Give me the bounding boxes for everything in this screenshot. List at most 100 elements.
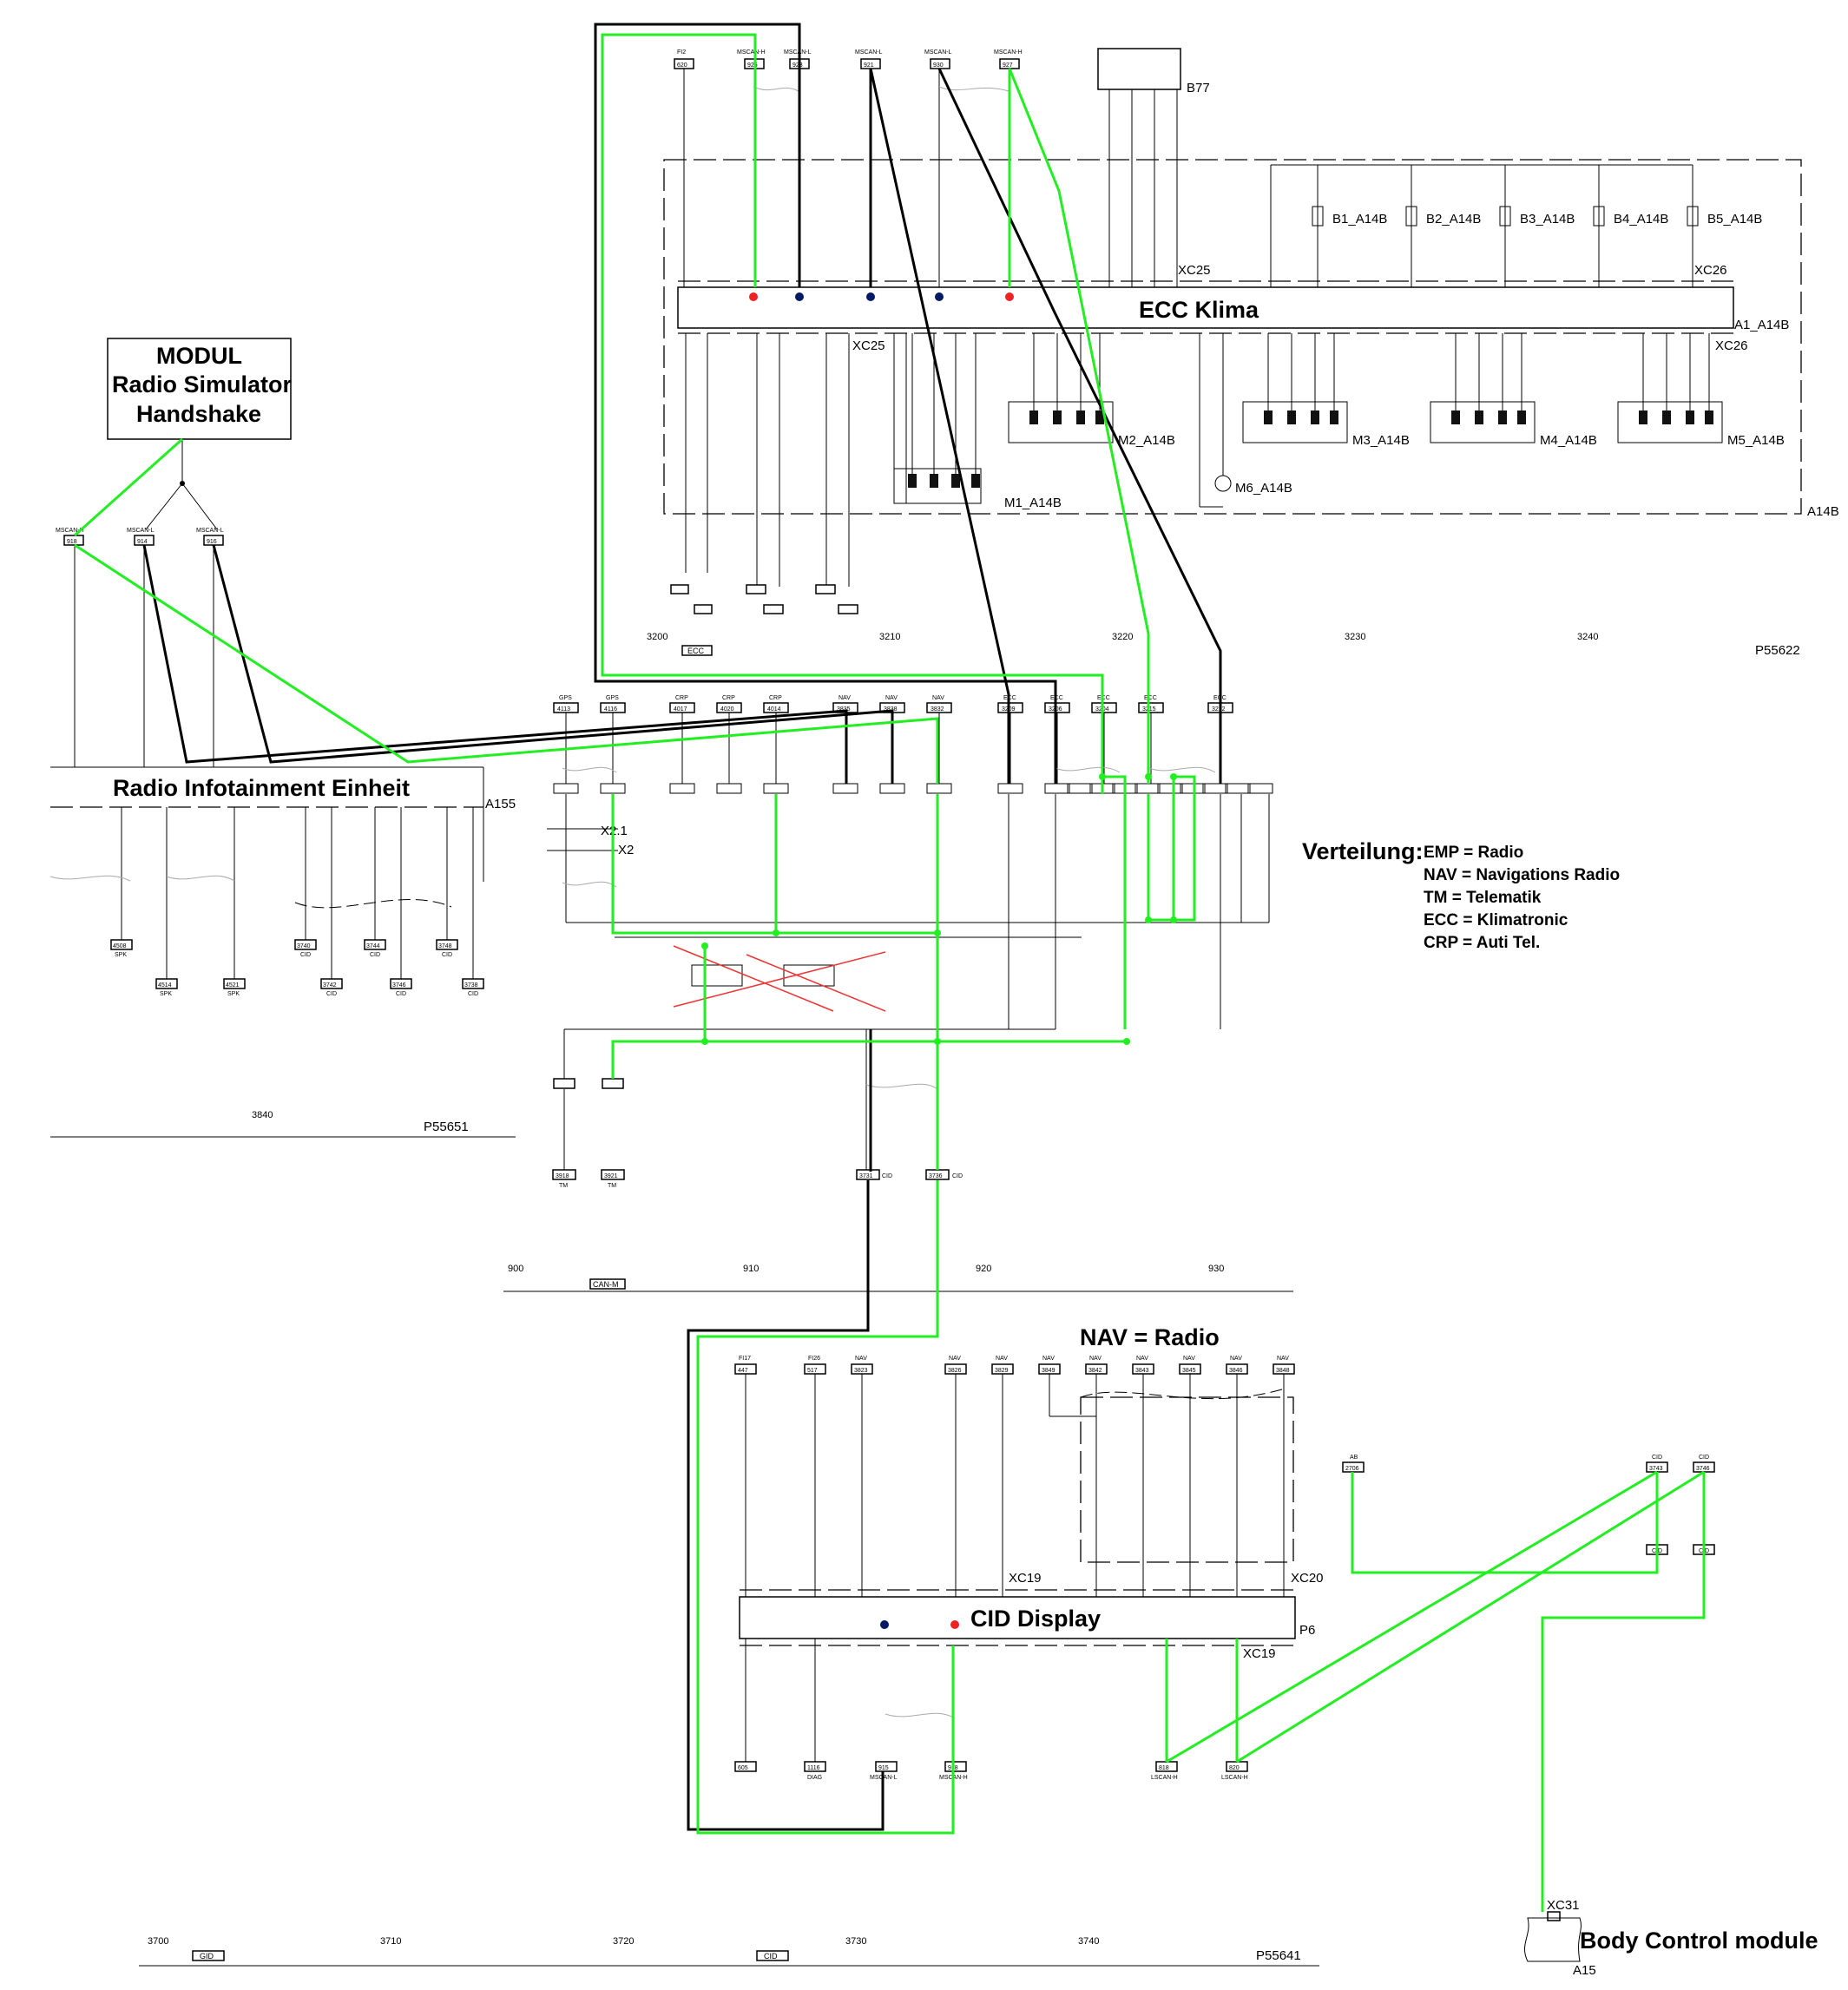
rb-num-4: 3742 <box>323 982 337 988</box>
cb-num-4: 818 <box>1159 1765 1169 1771</box>
mid-connector-label: GPS <box>559 695 572 701</box>
tm-label-1: TM <box>608 1183 616 1189</box>
ct-label-1: FI26 <box>808 1356 820 1362</box>
top-conn-label-3: MSCAN-L <box>855 49 883 56</box>
rb-num-1: 4514 <box>158 982 172 988</box>
canm-tag-box <box>589 1278 626 1290</box>
mid-connector-num: 3838 <box>884 706 898 713</box>
rb-num-2: 4521 <box>226 982 240 988</box>
ecc-tag: ECC <box>687 647 705 655</box>
top-conn-label-1: MSCAN-H <box>737 49 766 56</box>
motor-m4: M4_A14B <box>1540 433 1597 448</box>
mid-connector-label: NAV <box>839 695 851 701</box>
rb-label-8: CID <box>468 991 478 997</box>
ct-label-3: NAV <box>949 1356 961 1362</box>
a14b-boundary <box>663 159 1802 515</box>
xc26-label-bottom: XC26 <box>1715 338 1748 353</box>
motor-m3: M3_A14B <box>1352 433 1410 448</box>
modul-conn-num-0: 918 <box>67 539 77 545</box>
scale-3840: 3840 <box>252 1110 273 1120</box>
cid-shield-box <box>1080 1396 1294 1563</box>
scale-900-t: 900 <box>508 1264 523 1274</box>
scale-3240: 3240 <box>1577 632 1598 642</box>
bcm-shape <box>1523 1917 1582 1962</box>
mid-connector-num: 3832 <box>931 706 944 713</box>
bcm-num-1: 3743 <box>1649 1466 1663 1472</box>
modul-conn-num-2: 916 <box>207 539 217 545</box>
scale-3720: 3720 <box>613 1936 634 1947</box>
mid-connector-num: 4113 <box>557 706 570 713</box>
ct-label-8: NAV <box>1183 1356 1195 1362</box>
ct-num-3: 3826 <box>948 1368 962 1374</box>
top-conn-num-5: 927 <box>1003 62 1013 69</box>
cid-top-wires <box>745 1374 1285 1597</box>
modul-conn-label-0: MSCAN-H <box>56 528 84 534</box>
radio-twist-1 <box>49 875 131 882</box>
sensor-labels: B1_A14B B2_A14B B3_A14B B4_A14B B5_A14B <box>1332 212 1762 227</box>
ct-num-2: 3823 <box>854 1368 868 1374</box>
rb-label-7: CID <box>442 952 452 958</box>
ct-label-9: NAV <box>1230 1356 1242 1362</box>
legend-item-2: TM = Telematik <box>1424 889 1542 907</box>
motor-m1: M1_A14B <box>1004 496 1062 510</box>
top-conn-num-4: 930 <box>933 62 944 69</box>
ct-num-7: 3843 <box>1135 1368 1149 1374</box>
junction-dots <box>180 292 1177 1629</box>
modul-conn-label-2: MSCAN-L <box>196 528 224 534</box>
cb-label-1: DIAG <box>807 1775 822 1781</box>
mid-connector-num: 3835 <box>837 706 851 713</box>
xc31-label: XC31 <box>1547 1898 1580 1913</box>
bcm-label-0: AB <box>1350 1455 1358 1461</box>
sheet-p55641: P55641 <box>1256 1948 1301 1963</box>
top-connectors: FI2 620 MSCAN-H 926 MSCAN-L 923 MSCAN-L … <box>674 49 1023 69</box>
mid-connector-label: ECC <box>1144 695 1157 701</box>
cid-box <box>739 1596 1296 1639</box>
sensor-b4: B4_A14B <box>1614 212 1668 227</box>
mid-connector-boxes <box>553 783 1273 794</box>
bcm-label-2: CID <box>1699 1455 1709 1461</box>
scale-910: 910 <box>743 1264 759 1274</box>
cb-label-4: LSCAN-H <box>1151 1775 1178 1781</box>
bcm-num-2: 3746 <box>1696 1466 1710 1472</box>
xc26-label-top: XC26 <box>1694 263 1727 278</box>
scale-900: 900 910 920 930 <box>508 1264 1224 1274</box>
scale-3710: 3710 <box>380 1936 401 1947</box>
a1-a14b-label: A1_A14B <box>1734 318 1789 332</box>
ecc-klima-box <box>677 286 1734 329</box>
x2-block: X2.1 X2 <box>547 824 634 857</box>
ct-label-2: NAV <box>855 1356 867 1362</box>
twist-pair-top2 <box>938 86 1009 92</box>
rb-label-4: CID <box>326 991 337 997</box>
cb-num-2: 915 <box>878 1765 889 1771</box>
modul-branch-r <box>181 483 218 530</box>
scale-3200: 3200 <box>647 632 668 642</box>
x2-label: X2 <box>618 843 634 857</box>
scale-ecc: 3200 3210 3220 3230 3240 <box>647 632 1598 642</box>
modul-drops <box>74 545 214 767</box>
tm-routing <box>563 1028 1056 1172</box>
scale-3740: 3740 <box>1078 1936 1099 1947</box>
a155-label: A155 <box>485 797 516 811</box>
xc31-pin <box>1547 1911 1561 1921</box>
ecc-bottom-conns <box>670 584 858 614</box>
rb-num-7: 3748 <box>438 943 452 949</box>
gid-tag-box <box>192 1950 225 1961</box>
tm-num-1: 3921 <box>604 1173 618 1179</box>
scale-930: 930 <box>1208 1264 1224 1274</box>
mid-connector-num: 4020 <box>720 706 734 713</box>
ct-label-6: NAV <box>1089 1356 1102 1362</box>
scale-3230: 3230 <box>1345 632 1365 642</box>
radio-title: Radio Infotainment Einheit <box>113 775 410 801</box>
scale-3730: 3730 <box>845 1936 866 1947</box>
mid-bus <box>565 794 1270 1029</box>
rb-label-2: SPK <box>227 991 240 997</box>
ecc-tag-box <box>681 645 713 656</box>
ct-num-4: 3829 <box>995 1368 1009 1374</box>
modul-conn-num-1: 914 <box>137 539 148 545</box>
a15-label: A15 <box>1573 1963 1596 1978</box>
ct-num-5: 3849 <box>1042 1368 1056 1374</box>
motor-m6: M6_A14B <box>1235 481 1292 496</box>
cid-twist <box>885 1712 956 1719</box>
cid-bottom-wires <box>745 1639 816 1762</box>
ct-label-10: NAV <box>1277 1356 1289 1362</box>
